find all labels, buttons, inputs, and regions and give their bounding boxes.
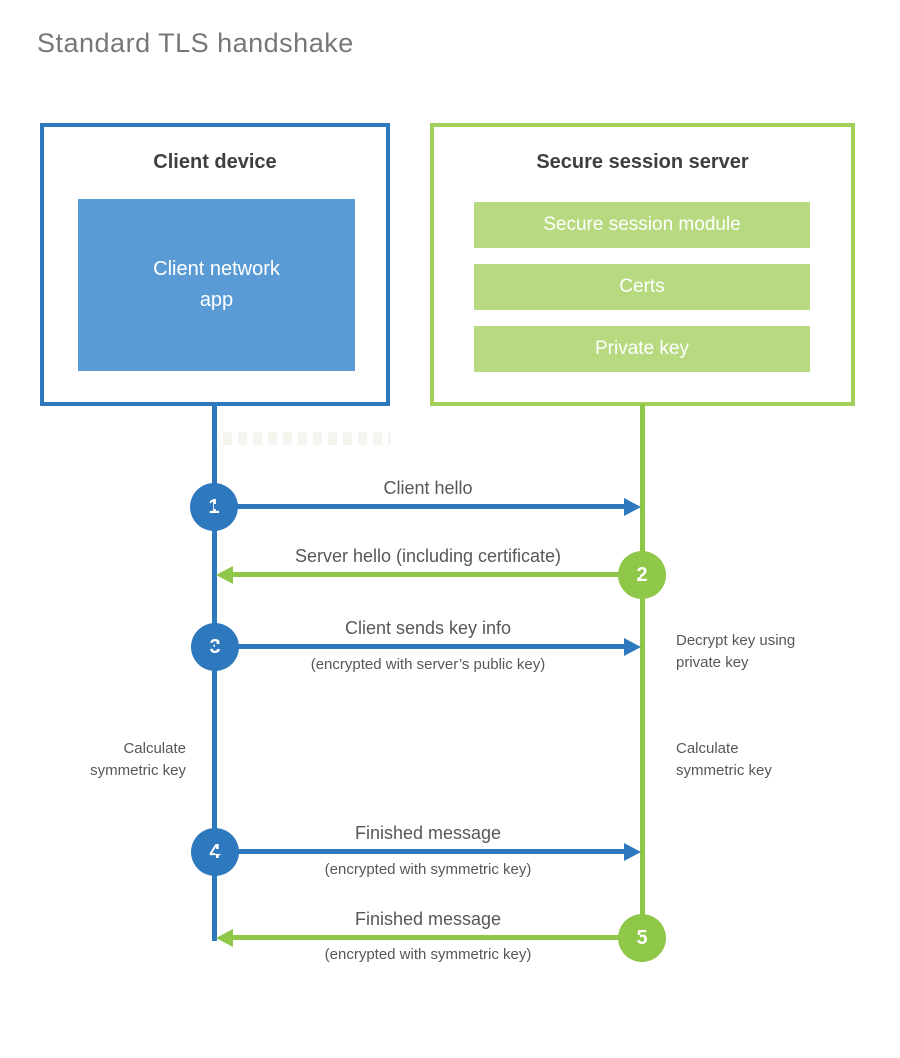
step-3-label: Client sends key info (344, 618, 512, 638)
server-module-private-key: Private key (474, 326, 810, 372)
server-module-certs: Certs (474, 264, 810, 310)
step-2-label: Server hello (including certificate) (294, 546, 562, 566)
calculate-symmetric-key-note-client: Calculate symmetric key (90, 740, 186, 779)
calculate-symmetric-key-note-server: Calculate symmetric key (676, 740, 772, 779)
step-5-sublabel: (encrypted with symmetric key) (324, 946, 532, 963)
step-4-sublabel: (encrypted with symmetric key) (324, 861, 532, 878)
arrow-right-icon (624, 843, 641, 861)
server-module-secure-session: Secure session module (474, 202, 810, 248)
client-lifeline (212, 404, 217, 941)
client-network-app-module: Client network app (78, 199, 355, 371)
step-5-arrow (233, 935, 640, 940)
arrow-left-icon (216, 929, 233, 947)
arrow-right-icon (624, 498, 641, 516)
step-1-label: Client hello (383, 478, 473, 498)
arrow-right-icon (624, 638, 641, 656)
faint-dashed-line (223, 432, 391, 445)
decrypt-key-note: Decrypt key using private key (676, 632, 796, 671)
server-lifeline (640, 404, 645, 962)
step-4-arrow (215, 849, 624, 854)
diagram-title: Standard TLS handshake (37, 28, 354, 58)
step-4-label: Finished message (354, 823, 502, 843)
step-5-label: Finished message (354, 909, 502, 929)
client-device-title: Client device (153, 151, 277, 173)
step-2-arrow (233, 572, 640, 577)
step-3-sublabel: (encrypted with server’s public key) (310, 656, 546, 673)
step-1-arrow (214, 504, 624, 509)
arrow-left-icon (216, 566, 233, 584)
step-3-arrow (215, 644, 624, 649)
server-title: Secure session server (536, 151, 749, 173)
